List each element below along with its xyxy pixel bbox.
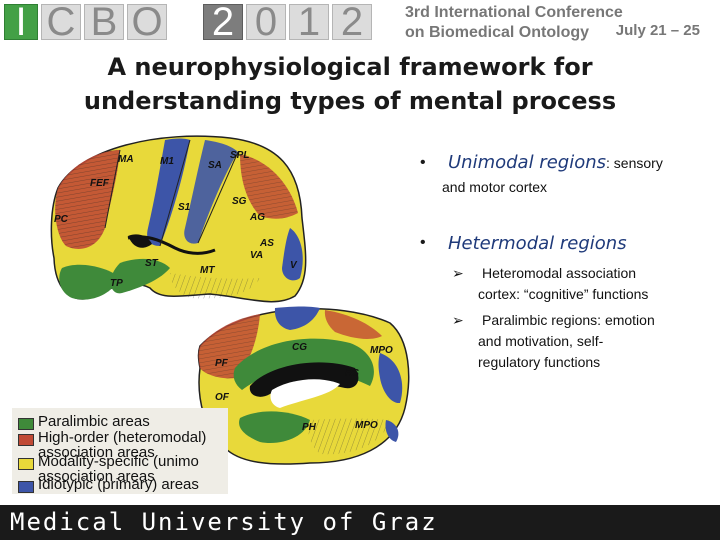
sub-arrow-2-icon: ➢ xyxy=(452,312,464,329)
label-s1: S1 xyxy=(178,202,191,213)
year-digit-3: 1 xyxy=(289,4,329,40)
footer-university: Medical University of Graz xyxy=(10,508,438,536)
sub2-line-3: regulatory functions xyxy=(478,352,655,373)
title-line-1: A neurophysiological framework for xyxy=(40,50,660,84)
legend-swatch-paralimbic xyxy=(18,418,34,430)
logo-letter-i: I xyxy=(4,4,38,40)
conference-banner: I C B O 2 0 1 2 3rd International Confer… xyxy=(0,0,720,46)
figure-legend: Paralimbic areas High-order (heteromodal… xyxy=(12,408,228,494)
bullet-dot-2: • xyxy=(420,234,426,252)
label-of: OF xyxy=(215,392,230,403)
label-va-lateral: VA xyxy=(250,250,263,261)
conference-name: 3rd International Conference on Biomedic… xyxy=(405,3,623,43)
bullet-dot-1: • xyxy=(420,154,426,172)
slide-title: A neurophysiological framework for under… xyxy=(40,50,660,118)
label-mpo-2: MPO xyxy=(355,420,378,431)
label-pc: PC xyxy=(54,214,69,225)
label-sg: SG xyxy=(232,196,247,207)
label-tp: TP xyxy=(110,278,123,289)
legend-label-paralimbic: Paralimbic areas xyxy=(38,414,150,429)
lateral-brain-view xyxy=(51,136,305,302)
legend-swatch-primary xyxy=(18,481,34,493)
label-as: AS xyxy=(259,238,274,249)
label-ag: AG xyxy=(249,212,265,223)
sub1-line-2: cortex: “cognitive” functions xyxy=(478,284,648,305)
unimodal-heading: Unimodal regions xyxy=(448,152,606,173)
icbo-logo: I C B O xyxy=(4,4,167,40)
sub2-line-1: Paralimbic regions: emotion xyxy=(478,310,655,331)
label-m1-lateral: M1 xyxy=(160,156,174,167)
conference-dates: July 21 – 25 xyxy=(616,22,700,39)
legend-swatch-heteromodal xyxy=(18,434,34,446)
medial-brain-view xyxy=(199,307,409,465)
label-ph: PH xyxy=(302,422,317,433)
year-logo: 2 0 1 2 xyxy=(203,4,372,40)
sub-arrow-1-icon: ➢ xyxy=(452,265,464,282)
unimodal-tail: : sensory xyxy=(606,155,663,171)
legend-item-primary: Idiotypic (primary) areas xyxy=(18,477,199,493)
label-st: ST xyxy=(145,258,159,269)
label-spl-lateral: SPL xyxy=(230,150,249,161)
legend-swatch-unimodal xyxy=(18,458,34,470)
label-pf: PF xyxy=(215,358,229,369)
sub-bullet-heteromodal: Heteromodal association cortex: “cogniti… xyxy=(478,263,648,305)
sub2-line-2: and motivation, self- xyxy=(478,331,655,352)
label-rs: RS xyxy=(345,368,359,379)
sub-bullet-paralimbic: Paralimbic regions: emotion and motivati… xyxy=(478,310,655,373)
sub1-line-1: Heteromodal association xyxy=(478,263,648,284)
conference-line-1: 3rd International Conference xyxy=(405,3,623,23)
logo-letter-b: B xyxy=(84,4,124,40)
label-cg: CG xyxy=(292,342,307,353)
year-digit-4: 2 xyxy=(332,4,372,40)
heteromodal-heading: Hetermodal regions xyxy=(448,233,627,254)
title-line-2: understanding types of mental process xyxy=(40,84,660,118)
footer-bar: Medical University of Graz xyxy=(0,505,720,540)
unimodal-line-2: and motor cortex xyxy=(442,179,547,195)
legend-label-primary: Idiotypic (primary) areas xyxy=(38,477,199,492)
conference-line-2: on Biomedical Ontology xyxy=(405,23,623,43)
logo-letter-c: C xyxy=(41,4,81,40)
label-mpo-medial: MPO xyxy=(370,345,393,356)
year-digit-1: 2 xyxy=(203,4,243,40)
label-mt: MT xyxy=(200,265,215,276)
label-fef: FEF xyxy=(90,178,110,189)
label-ma-lateral: MA xyxy=(118,154,134,165)
logo-letter-o: O xyxy=(127,4,167,40)
label-sa-lateral: SA xyxy=(208,160,222,171)
legend-item-paralimbic: Paralimbic areas xyxy=(18,414,150,430)
year-digit-2: 0 xyxy=(246,4,286,40)
